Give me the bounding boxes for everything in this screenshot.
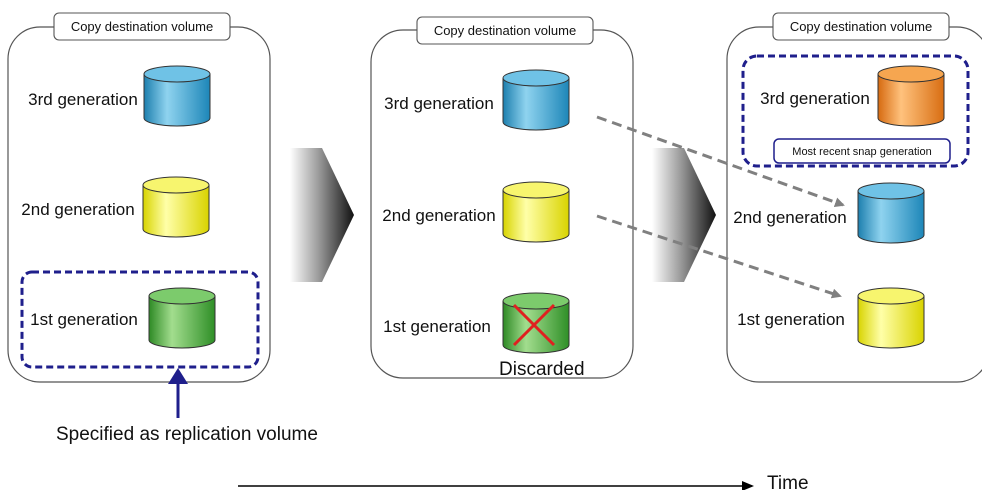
panel-1-selected-outline xyxy=(20,270,260,369)
panel-2: Copy destination volume 3rd generation 2… xyxy=(370,16,634,380)
panel-1-gen-3-volume-icon xyxy=(143,65,211,127)
panel-1-gen-1-volume-icon xyxy=(148,287,216,349)
panel-3-gen-1-label: 1st generation xyxy=(737,310,845,329)
panel-3-title-box xyxy=(772,12,950,41)
panel-2-gen-3-volume-icon xyxy=(502,69,570,131)
transition-arrow-2 xyxy=(652,148,716,282)
discarded-cross-icon xyxy=(512,303,556,347)
panel-2-title-box xyxy=(416,16,594,45)
panel-1-title-box xyxy=(53,12,231,41)
panel-1-gen-3-label: 3rd generation xyxy=(28,90,138,109)
panel-2-title: Copy destination volume xyxy=(434,23,576,38)
panel-3-gen-2-label: 2nd generation xyxy=(733,208,846,227)
panel-3-title: Copy destination volume xyxy=(790,19,932,34)
shift-arrow-3rd-to-2nd xyxy=(596,115,845,208)
recent-label-box xyxy=(773,138,951,164)
panel-1-gen-1-label: 1st generation xyxy=(30,310,138,329)
panel-1-gen-2-volume-icon xyxy=(142,176,210,238)
shift-arrow-2nd-to-1st xyxy=(596,214,842,299)
panel-3-gen-1-volume-icon xyxy=(857,287,925,349)
panel-1: Copy destination volume 3rd generation 2… xyxy=(7,12,271,383)
specified-label: Specified as replication volume xyxy=(56,424,318,445)
recent-label: Most recent snap generation xyxy=(792,146,931,158)
specified-pointer-arrow xyxy=(168,368,188,418)
panel-1-gen-2-label: 2nd generation xyxy=(21,200,134,219)
panel-3-gen-2-volume-icon xyxy=(857,182,925,244)
panel-2-gen-1-label: 1st generation xyxy=(383,317,491,336)
time-label: Time xyxy=(767,473,809,490)
panel-3-gen-3-label: 3rd generation xyxy=(760,89,870,108)
panel-2-gen-2-volume-icon xyxy=(502,181,570,243)
discarded-label: Discarded xyxy=(499,359,585,380)
panel-3-recent-outline xyxy=(741,54,970,168)
panel-3-gen-3-volume-icon xyxy=(877,65,945,127)
panel-1-title: Copy destination volume xyxy=(71,19,213,34)
panel-3: Copy destination volume 3rd generation M… xyxy=(726,12,982,383)
panel-2-gen-2-label: 2nd generation xyxy=(382,206,495,225)
panel-2-gen-3-label: 3rd generation xyxy=(384,94,494,113)
transition-arrow-1 xyxy=(290,148,354,282)
